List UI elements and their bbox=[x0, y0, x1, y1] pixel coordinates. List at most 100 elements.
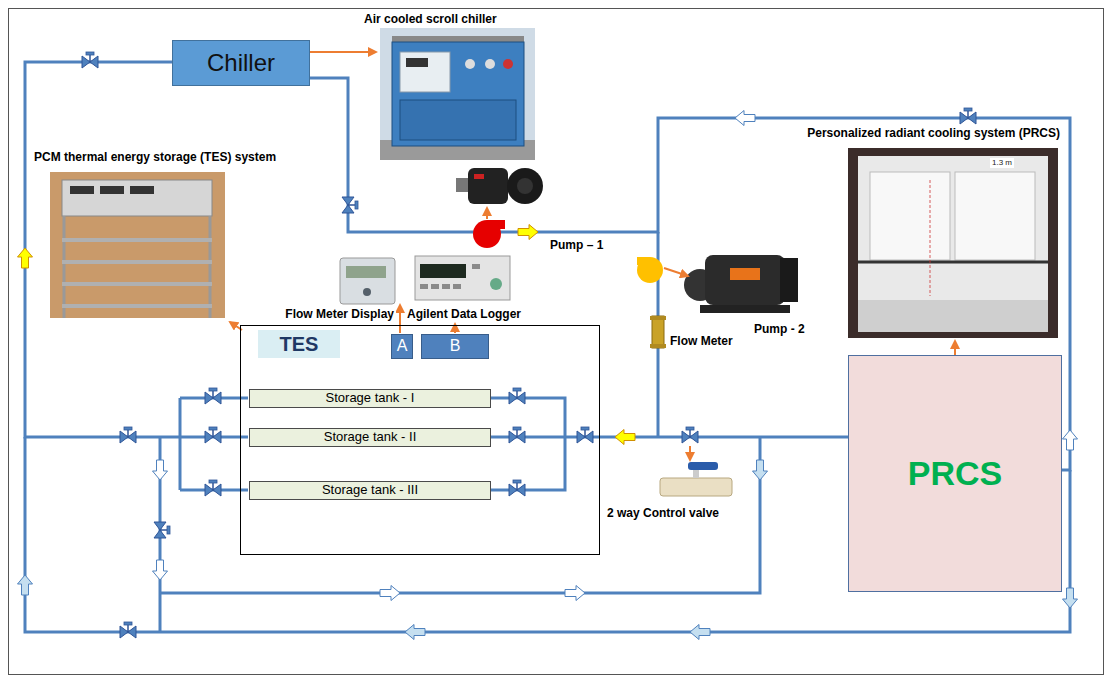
flow-arrow bbox=[615, 430, 635, 445]
leader-arrow bbox=[664, 268, 688, 276]
tes-photo bbox=[62, 282, 212, 286]
flow-arrow bbox=[753, 460, 768, 480]
instrument-box: A bbox=[391, 334, 413, 359]
storage-enclosure: TESABStorage tank - IStorage tank - IISt… bbox=[240, 325, 600, 555]
tes-photo bbox=[62, 180, 212, 216]
tes-photo bbox=[63, 216, 66, 318]
box-label: Storage tank - III bbox=[322, 483, 418, 498]
component-label: PCM thermal energy storage (TES) system bbox=[32, 150, 278, 164]
chiller-photo bbox=[406, 58, 428, 67]
prcs-photo bbox=[858, 261, 1048, 264]
pump-photo bbox=[730, 268, 760, 280]
valve-symbol bbox=[960, 108, 976, 124]
flow-arrow bbox=[380, 586, 400, 601]
leader-arrow bbox=[399, 305, 401, 333]
data-logger-photo bbox=[415, 256, 510, 300]
box-label: A bbox=[397, 337, 408, 355]
chiller-photo bbox=[503, 59, 513, 69]
leader-arrow bbox=[689, 446, 691, 460]
component-label: Flow Meter Display bbox=[283, 307, 396, 321]
tes-photo bbox=[70, 186, 94, 194]
tes-photo bbox=[62, 304, 212, 308]
tes-photo bbox=[50, 172, 225, 318]
pump-symbol bbox=[473, 220, 505, 248]
flow-meter bbox=[650, 316, 666, 320]
dimension-label: 1.3 m bbox=[990, 158, 1014, 168]
pipe-connector bbox=[25, 62, 240, 437]
chiller-photo bbox=[380, 28, 535, 160]
pipe-connector bbox=[600, 436, 848, 439]
pipe bbox=[240, 436, 248, 439]
tes-photo bbox=[209, 216, 212, 318]
pump-photo bbox=[780, 258, 798, 302]
pump-photo bbox=[705, 255, 785, 305]
valve-symbol bbox=[120, 427, 136, 443]
valve-symbol bbox=[205, 427, 221, 443]
flow-arrow bbox=[18, 575, 33, 595]
tes-photo bbox=[100, 186, 124, 194]
chiller-box: Chiller bbox=[172, 40, 310, 86]
valve-symbol bbox=[682, 427, 698, 443]
control-valve-photo bbox=[688, 462, 718, 470]
frame bbox=[9, 9, 1104, 675]
instrument-box: B bbox=[421, 334, 489, 359]
pump-photo bbox=[700, 305, 790, 313]
prcs-photo bbox=[870, 172, 950, 260]
flow-arrow bbox=[1063, 430, 1078, 450]
box-label: PRCS bbox=[908, 454, 1002, 493]
component-label: Pump – 1 bbox=[548, 238, 605, 252]
component-label: Flow Meter bbox=[668, 334, 735, 348]
data-logger-photo bbox=[420, 264, 466, 278]
flow-arrow bbox=[565, 586, 585, 601]
data-logger-photo bbox=[472, 264, 480, 269]
data-logger-photo bbox=[431, 284, 439, 289]
valve-symbol bbox=[205, 388, 221, 404]
component-label: Air cooled scroll chiller bbox=[362, 12, 499, 26]
data-logger-photo bbox=[490, 278, 502, 290]
chiller-photo bbox=[392, 42, 524, 146]
valve-symbol bbox=[509, 388, 525, 404]
prcs-photo bbox=[955, 172, 1035, 260]
data-logger-photo bbox=[453, 284, 461, 289]
leader-arrow bbox=[486, 208, 488, 219]
pipe bbox=[179, 398, 182, 490]
flow-arrow bbox=[735, 111, 755, 126]
flow-arrow bbox=[18, 248, 33, 268]
valve-symbol bbox=[509, 480, 525, 496]
pipe bbox=[490, 398, 565, 490]
valve-symbol bbox=[154, 522, 170, 538]
tes-photo bbox=[130, 186, 154, 194]
component-label: Agilent Data Logger bbox=[405, 307, 523, 321]
prcs-photo bbox=[848, 148, 1058, 338]
chiller-photo bbox=[465, 59, 475, 69]
flow-meter-display-photo bbox=[346, 266, 386, 278]
storage-tank: Storage tank - III bbox=[249, 481, 491, 500]
storage-tank: Storage tank - II bbox=[249, 428, 491, 447]
prcs-photo bbox=[858, 300, 1048, 332]
circulation-pump-photo bbox=[456, 168, 543, 204]
component-label: 2 way Control valve bbox=[605, 506, 721, 520]
pipe bbox=[160, 437, 760, 593]
flow-arrow bbox=[18, 111, 1078, 640]
leader-arrow bbox=[954, 341, 956, 355]
flow-arrow bbox=[153, 460, 168, 480]
valve-symbol bbox=[120, 622, 136, 638]
pump-symbol bbox=[473, 220, 501, 248]
circulation-pump-photo bbox=[517, 178, 533, 194]
prcs-photo bbox=[858, 156, 1048, 332]
chiller-photo bbox=[400, 52, 450, 92]
flow-meter bbox=[650, 344, 666, 348]
circulation-pump-photo bbox=[507, 168, 543, 204]
data-logger-photo bbox=[420, 284, 428, 289]
flow-meter bbox=[652, 316, 664, 348]
tes-photo bbox=[62, 238, 212, 242]
flow-meter-display-photo bbox=[363, 288, 371, 296]
tes-photo bbox=[50, 172, 225, 318]
data-logger-photo bbox=[442, 284, 450, 289]
prcs-box: PRCS bbox=[848, 355, 1062, 592]
chiller-photo bbox=[400, 100, 516, 140]
chiller-photo bbox=[380, 28, 535, 160]
leader-arrow bbox=[310, 51, 376, 53]
